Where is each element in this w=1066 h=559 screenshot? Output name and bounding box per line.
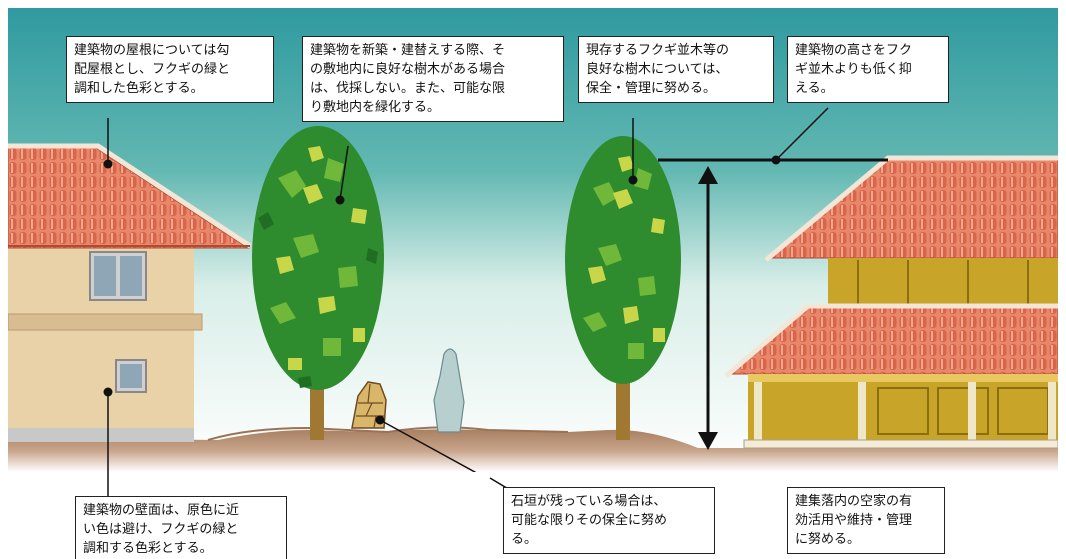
dot-marker: [103, 387, 113, 397]
left-house: [8, 143, 252, 442]
right-house: [724, 155, 1058, 449]
dot-marker: [628, 175, 638, 185]
dot-markers: [103, 155, 781, 425]
dot-marker: [103, 159, 113, 169]
annotation-wall: 建築物の壁面は、原色に近 い色は避け、フクギの緑と 調和する色彩とする。: [75, 496, 287, 559]
double-arrow: [698, 166, 718, 450]
annotation-roof: 建築物の屋根については勾 配屋根とし、フクギの緑と 調和した色彩とする。: [66, 36, 274, 103]
annotation-vacant-house: 建集落内の空家の有 効活用や維持・管理 に努める。: [787, 487, 945, 554]
gravestone: [433, 348, 465, 433]
fukugi-tree-right: [565, 136, 681, 440]
leader-lines: [107, 107, 829, 472]
dot-marker: [375, 415, 385, 425]
annotation-existing-trees: 現存するフクギ並木等の 良好な樹木については、 保全・管理に努める。: [578, 36, 774, 103]
annotation-trees-on-site: 建築物を新築・建替えする際、そ の敷地内に良好な樹木がある場合 は、伐採しない。…: [302, 36, 564, 122]
fukugi-tree-left: [252, 126, 384, 440]
annotation-height: 建築物の高さをフク ギ並木よりも低く抑 える。: [787, 36, 949, 103]
dot-marker: [335, 195, 345, 205]
ground: [8, 429, 1058, 472]
dot-marker: [771, 155, 781, 165]
annotation-stone-wall: 石垣が残っている場合は、 可能な限りその保全に努め る。: [503, 487, 715, 554]
